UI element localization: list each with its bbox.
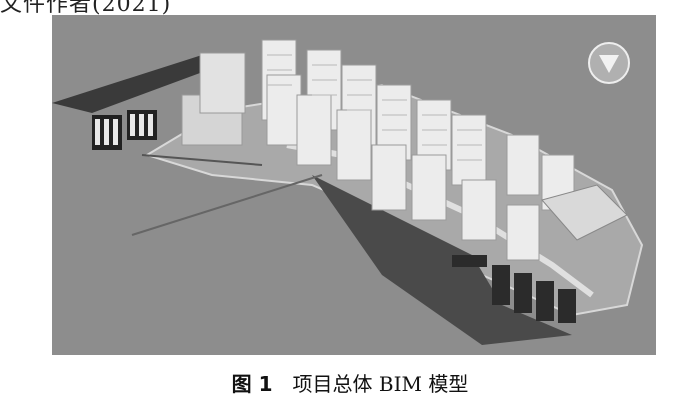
figure-caption: 图 1 项目总体 BIM 模型: [0, 368, 700, 397]
watermark-logo-icon: [588, 42, 630, 84]
header-text-fragment: 文件作者(2021): [0, 0, 172, 16]
residential-towers: [261, 39, 575, 261]
retaining-wall: [312, 175, 572, 345]
bim-model-figure: [52, 15, 656, 355]
right-parking: [452, 255, 576, 323]
plaza-building: [541, 184, 628, 241]
bim-model-rendering: [52, 15, 656, 355]
road-band: [52, 55, 227, 113]
figure-title: 项目总体 BIM 模型: [292, 372, 469, 396]
figure-number: 图 1: [231, 372, 273, 396]
